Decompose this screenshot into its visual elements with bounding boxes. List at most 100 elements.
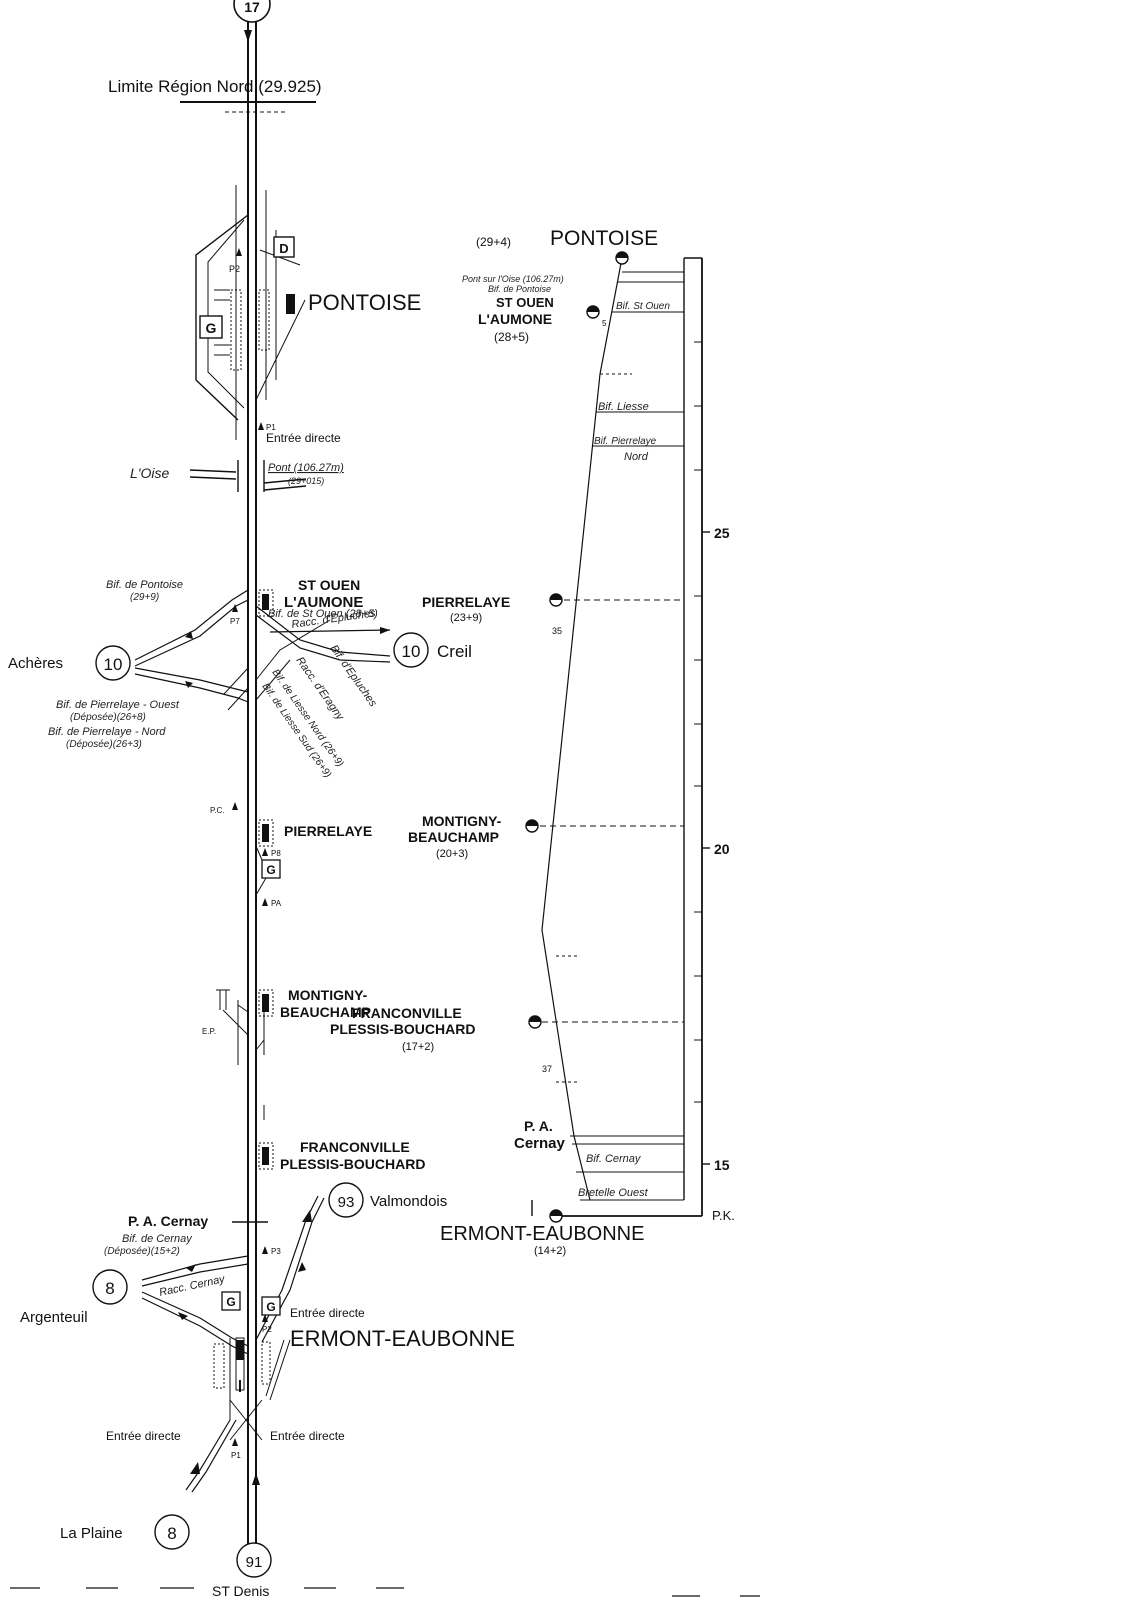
profile-st-ouen-1: ST OUEN	[496, 295, 554, 310]
franconville-label-2: PLESSIS-BOUCHARD	[280, 1156, 425, 1172]
acheres-branch	[134, 589, 249, 711]
pont-label: Pont (106.27m)	[268, 462, 344, 474]
profile-franconville-2: PLESSIS-BOUCHARD	[330, 1021, 475, 1037]
signal-p2-ermont: P2	[262, 1325, 272, 1334]
oise-label: L'Oise	[130, 465, 169, 481]
profile-bif-pierrelaye-2: Nord	[624, 451, 649, 463]
signal-p3: P3	[271, 1247, 281, 1256]
profile-bif-liesse: Bif. Liesse	[598, 401, 649, 413]
creil-branch	[255, 605, 391, 701]
argenteuil-branch	[141, 1255, 249, 1355]
line-10-circle-creil	[393, 632, 429, 668]
profile-st-ouen-pk: (28+5)	[494, 330, 529, 344]
limit-region-label: Limite Région Nord (29.925)	[108, 77, 322, 96]
st-ouen-label-1: ST OUEN	[298, 577, 360, 593]
profile-five: 5	[602, 319, 607, 328]
st-ouen-label-2: L'AUMONE	[284, 594, 363, 611]
line-17-number: 17	[244, 0, 260, 15]
profile-grade-37: 37	[542, 1064, 552, 1074]
creil-label: Creil	[437, 642, 472, 661]
bif-st-ouen-label: Bif. de St Ouen (28+5)	[268, 608, 378, 620]
signal-p1: P1	[266, 423, 276, 432]
profile-pa-1: P. A.	[524, 1118, 553, 1134]
signal-p2: P2	[229, 264, 240, 274]
signal-p1-ermont: P1	[231, 1451, 241, 1460]
line-93-number: 93	[338, 1194, 355, 1211]
km-20: 20	[714, 841, 730, 857]
depot-d: D	[279, 241, 288, 256]
profile-pierrelaye: PIERRELAYE	[422, 594, 510, 610]
bif-pierrelaye-nord: Bif. de Pierrelaye - Nord	[48, 726, 166, 738]
bif-pontoise-pk: (29+9)	[130, 592, 159, 603]
line-91-number: 91	[246, 1554, 263, 1571]
signal-p7: P7	[230, 617, 240, 626]
profile-st-ouen-2: L'AUMONE	[478, 311, 552, 327]
entree-directe-sw: Entrée directe	[106, 1429, 181, 1443]
profile-grade-35: 35	[552, 626, 562, 636]
entree-directe-pontoise: Entrée directe	[266, 431, 341, 445]
pa-cernay-label: P. A. Cernay	[128, 1213, 208, 1229]
bottom-scan-marks	[10, 1587, 760, 1597]
line-10-creil: 10	[402, 642, 421, 661]
pontoise-label: PONTOISE	[308, 290, 421, 315]
profile-franconville-1: FRANCONVILLE	[352, 1005, 462, 1021]
franconville-label-1: FRANCONVILLE	[300, 1139, 410, 1155]
profile-franconville-pk: (17+2)	[402, 1041, 434, 1053]
profile-bif-st-ouen: Bif. St Ouen	[616, 301, 670, 312]
profile-montigny-pk: (20+3)	[436, 848, 468, 860]
profile-pa-2: Cernay	[514, 1135, 566, 1152]
profile-montigny-1: MONTIGNY-	[422, 813, 502, 829]
km-15: 15	[714, 1157, 730, 1173]
profile-pontoise-pk: (29+4)	[476, 235, 511, 249]
la-plaine-label: La Plaine	[60, 1525, 123, 1542]
ermont-goods-g-left: G	[226, 1295, 235, 1309]
deposee-ouest: (Déposée)(26+8)	[70, 712, 146, 723]
montigny-label-1: MONTIGNY-	[288, 987, 368, 1003]
ermont-label: ERMONT-EAUBONNE	[290, 1326, 515, 1351]
ermont-station-layout	[185, 1337, 291, 1493]
profile-pierrelaye-pk: (23+9)	[450, 612, 482, 624]
bif-pontoise-label: Bif. de Pontoise	[106, 579, 183, 591]
entree-directe-se: Entrée directe	[270, 1429, 345, 1443]
main-track	[244, 0, 260, 1575]
profile-bif-pierrelaye-1: Bif. Pierrelaye	[594, 436, 657, 447]
pc-label: P.C.	[210, 806, 225, 815]
line-17-marker: 17	[233, 0, 271, 23]
bif-cernay-pk: (Déposée)(15+2)	[104, 1246, 180, 1257]
profile-ermont: ERMONT-EAUBONNE	[440, 1223, 644, 1245]
km-25: 25	[714, 525, 730, 541]
profile-bif-cernay: Bif. Cernay	[586, 1153, 642, 1165]
profile-ermont-pk: (14+2)	[534, 1245, 566, 1257]
line-10-acheres: 10	[104, 655, 123, 674]
st-denis-label: ST Denis	[212, 1583, 269, 1599]
profile-diagram	[525, 251, 710, 1223]
pontoise-station-layout: G D P2	[195, 185, 306, 440]
profile-pontoise: PONTOISE	[550, 227, 658, 250]
profile-montigny-2: BEAUCHAMP	[408, 829, 499, 845]
signal-pa: PA	[271, 899, 282, 908]
profile-pk: P.K.	[712, 1208, 735, 1223]
line-93-circle	[328, 1182, 364, 1218]
ep-label: E.P.	[202, 1027, 216, 1036]
racc-cernay-label: Racc. Cernay	[158, 1273, 227, 1299]
line-8-argenteuil: 8	[105, 1279, 114, 1298]
acheres-label: Achères	[8, 655, 63, 672]
profile-bretelle: Bretelle Ouest	[578, 1187, 649, 1199]
deposee-nord: (Déposée)(26+3)	[66, 739, 142, 750]
oise-bridge	[189, 460, 307, 492]
pierrelaye-label: PIERRELAYE	[284, 823, 372, 839]
goods-yard-g: G	[206, 320, 217, 336]
signal-p8: P8	[271, 849, 281, 858]
line-91-circle	[236, 1542, 272, 1578]
profile-bif-pontoise: Bif. de Pontoise	[488, 284, 551, 294]
line-10-circle-acheres	[95, 645, 131, 681]
pont-pk: (29+015)	[288, 476, 324, 486]
line-8-la-plaine: 8	[167, 1524, 176, 1543]
line-8-circle-la-plaine	[154, 1514, 190, 1550]
profile-pont-oise: Pont sur l'Oise (106.27m)	[462, 274, 564, 284]
valmondois-label: Valmondois	[370, 1193, 447, 1210]
entree-directe-ermont: Entrée directe	[290, 1306, 365, 1320]
line-8-circle-argenteuil	[92, 1269, 128, 1305]
argenteuil-label: Argenteuil	[20, 1309, 88, 1326]
